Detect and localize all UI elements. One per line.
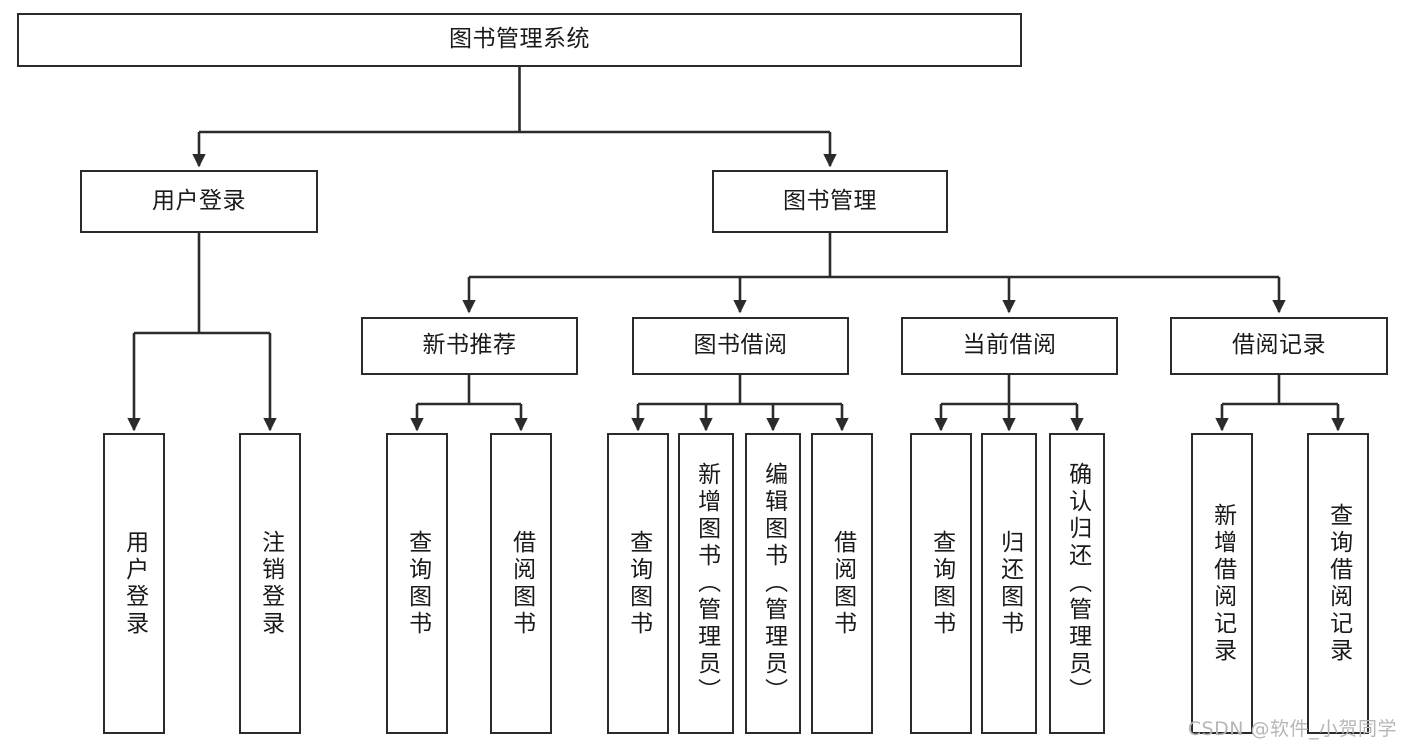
leaf-query-borrow-record[interactable]: 查询借阅记录: [1307, 433, 1369, 734]
node-label: 查询图书: [404, 529, 431, 638]
node-root-system[interactable]: 图书管理系统: [17, 13, 1022, 67]
node-user-login[interactable]: 用户登录: [80, 170, 318, 233]
node-label: 新增借阅记录: [1209, 502, 1236, 665]
leaf-query-book-current[interactable]: 查询图书: [910, 433, 972, 734]
node-label: 编辑图书（管理员）: [760, 462, 787, 705]
node-label: 查询图书: [625, 529, 652, 638]
leaf-add-book[interactable]: 新增图书（管理员）: [678, 433, 734, 734]
node-label: 用户登录: [121, 529, 148, 638]
node-label: 当前借阅: [962, 332, 1057, 359]
node-label: 查询借阅记录: [1325, 502, 1352, 665]
node-label: 借阅图书: [829, 529, 856, 638]
leaf-edit-book[interactable]: 编辑图书（管理员）: [745, 433, 801, 734]
node-book-borrow[interactable]: 图书借阅: [632, 317, 849, 375]
node-label: 图书管理: [783, 187, 877, 214]
node-book-management[interactable]: 图书管理: [712, 170, 948, 233]
leaf-borrow-book-recommend[interactable]: 借阅图书: [490, 433, 552, 734]
node-label: 确认归还（管理员）: [1064, 462, 1091, 705]
node-label: 图书管理系统: [449, 26, 590, 53]
node-borrow-record[interactable]: 借阅记录: [1170, 317, 1388, 375]
leaf-logout[interactable]: 注销登录: [239, 433, 301, 734]
node-label: 新增图书（管理员）: [693, 462, 720, 705]
node-label: 归还图书: [996, 529, 1023, 638]
leaf-user-login[interactable]: 用户登录: [103, 433, 165, 734]
node-label: 新书推荐: [422, 332, 517, 359]
leaf-add-borrow-record[interactable]: 新增借阅记录: [1191, 433, 1253, 734]
watermark-text: CSDN @软件_小贺同学: [1187, 718, 1397, 740]
node-label: 图书借阅: [693, 332, 788, 359]
node-label: 注销登录: [257, 529, 284, 638]
node-label: 用户登录: [152, 187, 246, 214]
node-label: 借阅图书: [508, 529, 535, 638]
node-new-book-recommend[interactable]: 新书推荐: [361, 317, 578, 375]
node-label: 借阅记录: [1232, 332, 1326, 359]
leaf-borrow-book[interactable]: 借阅图书: [811, 433, 873, 734]
leaf-query-book-recommend[interactable]: 查询图书: [386, 433, 448, 734]
node-current-borrow[interactable]: 当前借阅: [901, 317, 1118, 375]
leaf-query-book-borrow[interactable]: 查询图书: [607, 433, 669, 734]
leaf-confirm-return[interactable]: 确认归还（管理员）: [1049, 433, 1105, 734]
leaf-return-book[interactable]: 归还图书: [981, 433, 1037, 734]
node-label: 查询图书: [928, 529, 955, 638]
